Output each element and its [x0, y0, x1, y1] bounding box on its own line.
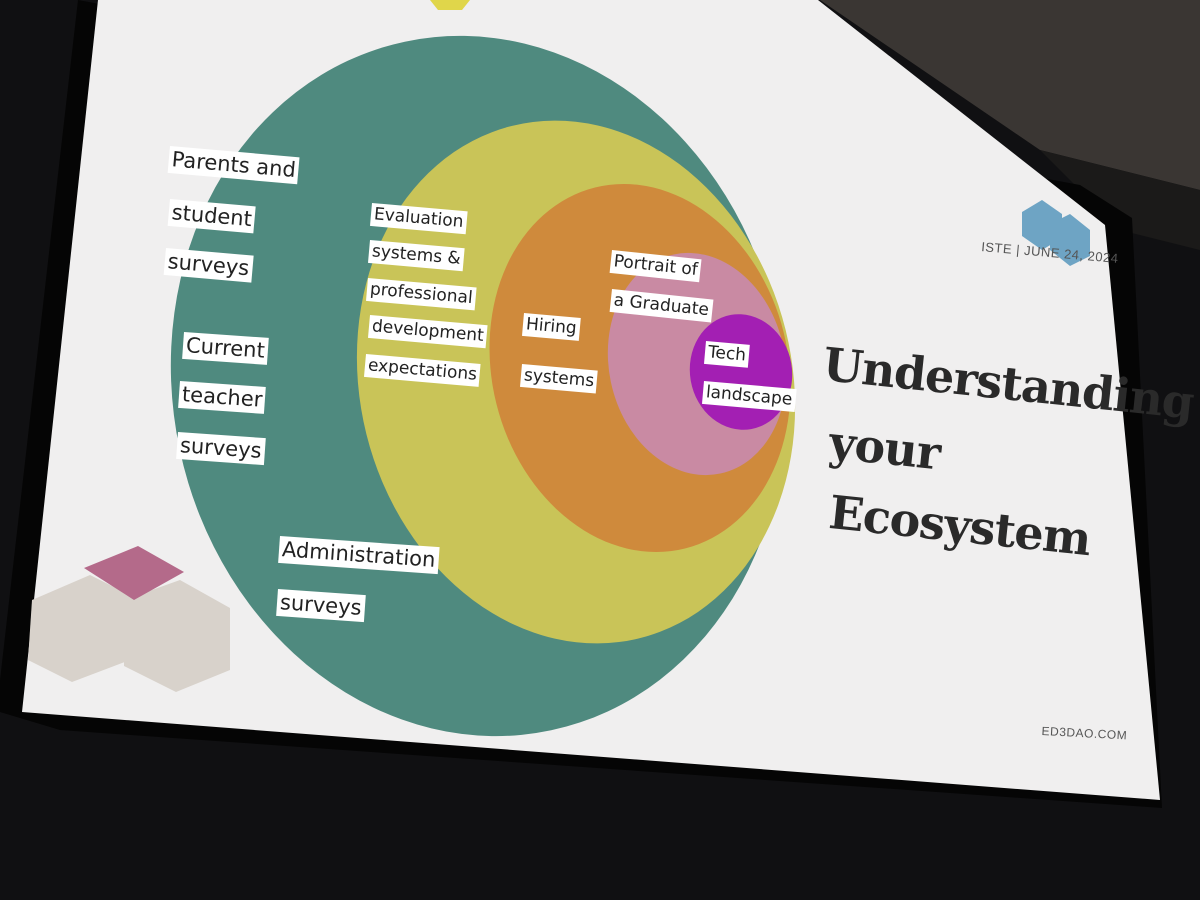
tech-label-line-1: Tech — [703, 341, 750, 368]
yellow-hex-decoration — [430, 0, 470, 10]
hiring-label-line-1: Hiring — [521, 313, 581, 341]
ceiling — [820, 0, 1200, 190]
pink-hex-decoration — [84, 546, 184, 600]
slide-title-line-2: your — [826, 415, 943, 481]
gray-hex-decoration — [28, 575, 140, 682]
